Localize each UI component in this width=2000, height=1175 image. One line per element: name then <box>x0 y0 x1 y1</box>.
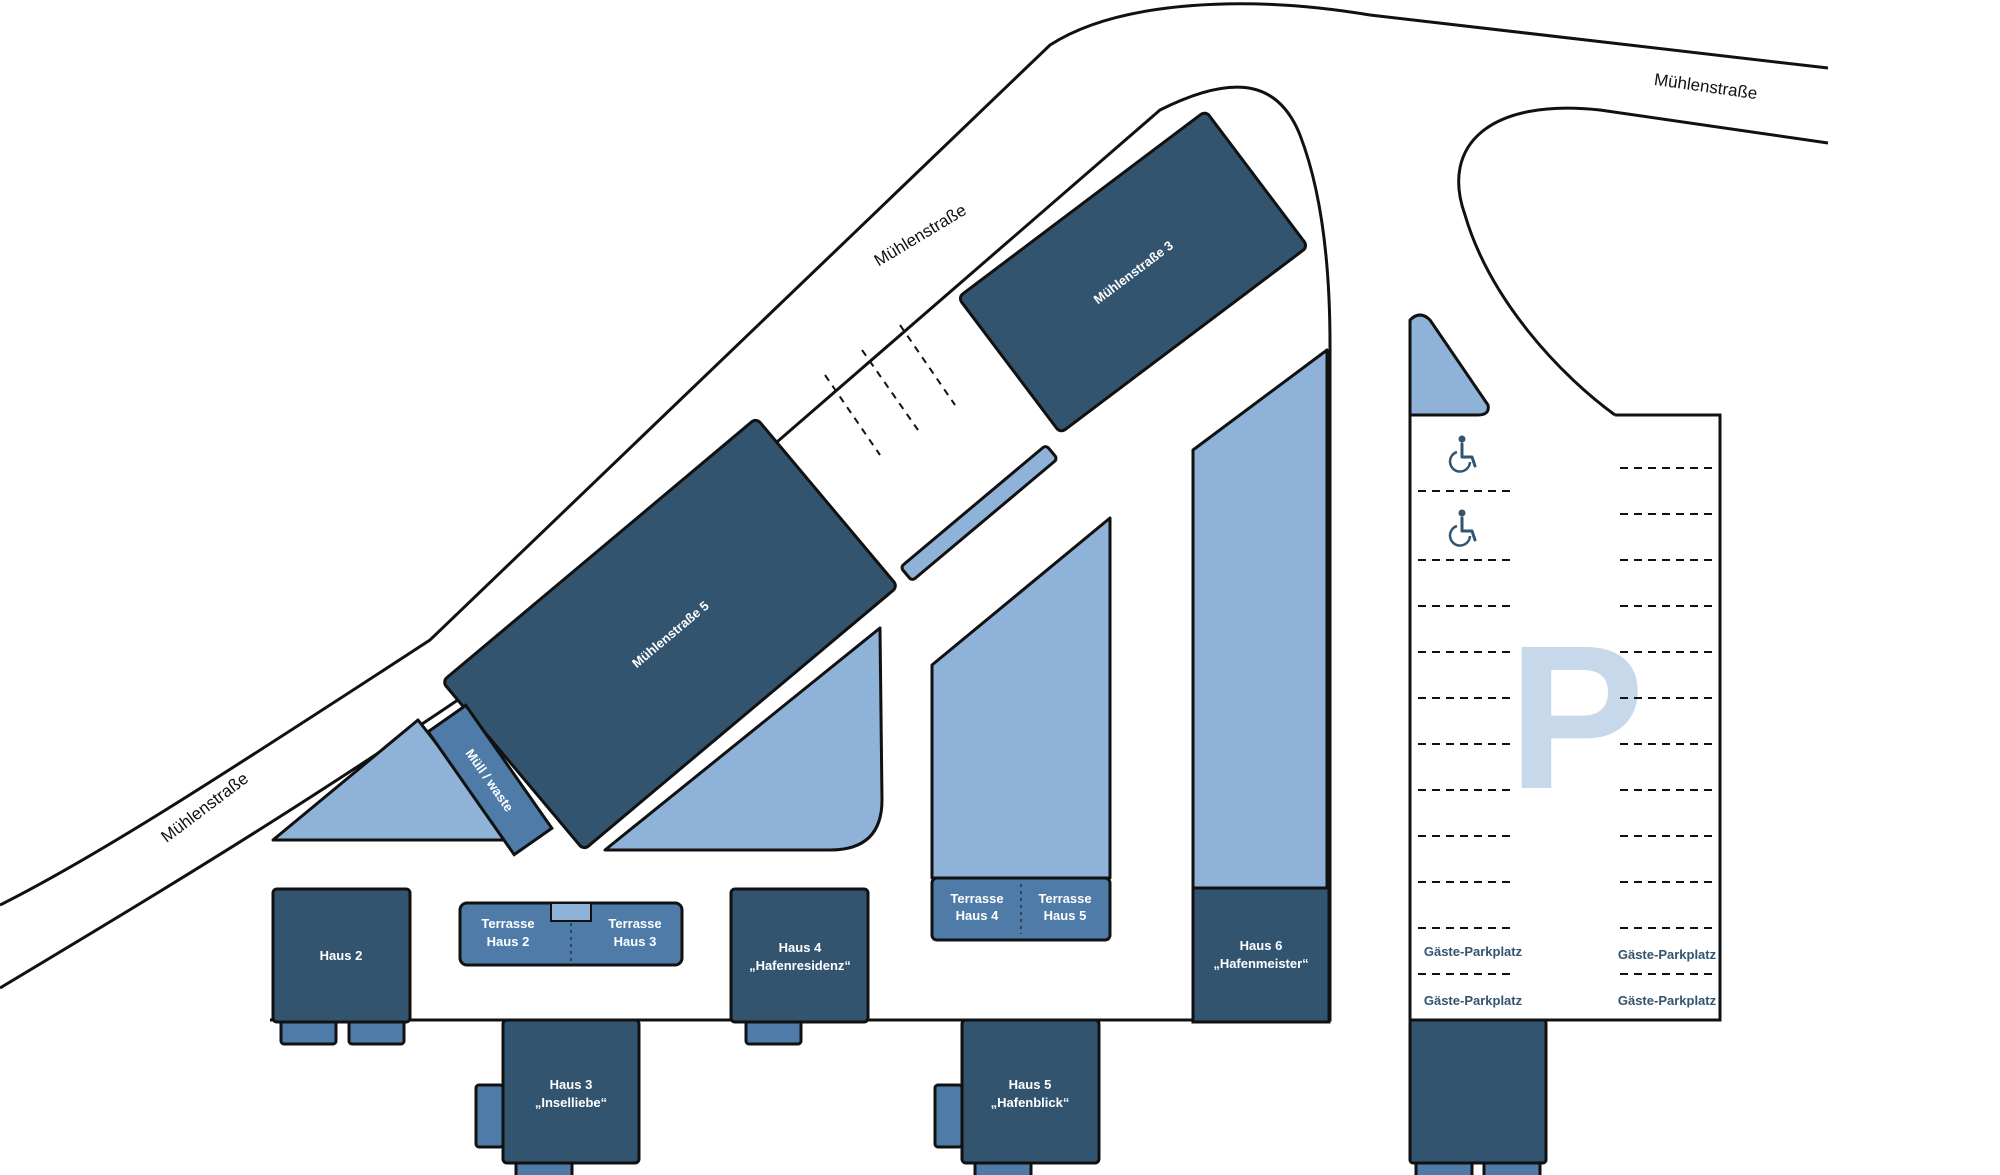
street-label-north: Mühlenstraße <box>871 200 970 270</box>
haus-5-line2: „Hafenblick“ <box>991 1095 1070 1110</box>
terrace-haus-4-line1: Terrasse <box>950 891 1003 906</box>
haus-5-line1: Haus 5 <box>1009 1077 1052 1092</box>
building-haus-4: Haus 4 „Hafenresidenz“ <box>729 887 870 1046</box>
lawn-area-center <box>930 516 1112 880</box>
haus-6-line2: „Hafenmeister“ <box>1213 956 1308 971</box>
building-haus-3: Haus 3 „Inselliebe“ <box>474 1018 641 1175</box>
street-edge-northeast <box>1457 106 1829 417</box>
parking-lot-outline <box>1408 413 1722 1022</box>
building-muehlenstrasse-5: Mühlenstraße 5 <box>443 418 897 850</box>
street-stripe-1 <box>824 374 881 456</box>
guest-parking-label: Gäste-Parkplatz <box>1618 947 1717 962</box>
waste-area: Müll / waste <box>426 703 554 857</box>
building-haus-5: Haus 5 „Hafenblick“ <box>933 1018 1101 1175</box>
building-haus-2: Haus 2 <box>271 887 412 1046</box>
lawn-area-parking-corner <box>1408 313 1490 417</box>
haus-4-line2: „Hafenresidenz“ <box>749 958 851 973</box>
wheelchair-icon <box>1448 509 1477 547</box>
parking-garage <box>1408 1018 1548 1175</box>
terrace-haus-5-line1: Terrasse <box>1038 891 1091 906</box>
terrace-haus-4-line2: Haus 4 <box>956 908 999 923</box>
planter-strip <box>900 445 1058 581</box>
terrace-haus-2-line2: Haus 2 <box>487 934 530 949</box>
haus-6-line1: Haus 6 <box>1240 938 1283 953</box>
guest-parking-label: Gäste-Parkplatz <box>1424 944 1523 959</box>
haus-3-line2: „Inselliebe“ <box>535 1095 607 1110</box>
street-edge-outer <box>0 2 1829 907</box>
terrace-haus-5-line2: Haus 5 <box>1044 908 1087 923</box>
terrace-haus-2-line1: Terrasse <box>481 916 534 931</box>
haus-2-label: Haus 2 <box>320 948 363 963</box>
guest-parking-label: Gäste-Parkplatz <box>1618 993 1717 1008</box>
street-edge-inner <box>0 85 1332 990</box>
wheelchair-icon <box>1448 435 1477 473</box>
terrace-haus-4-5: Terrasse Haus 4 Terrasse Haus 5 <box>930 876 1112 942</box>
building-haus-6: Haus 6 „Hafenmeister“ <box>1191 886 1331 1024</box>
lawn-area-east <box>1191 348 1329 890</box>
haus-4-line1: Haus 4 <box>779 940 822 955</box>
terrace-haus-3-line2: Haus 3 <box>614 934 657 949</box>
street-label-northeast: Mühlenstraße <box>1653 70 1759 103</box>
haus-3-line1: Haus 3 <box>550 1077 593 1092</box>
building-muehlenstrasse-3: Mühlenstraße 3 <box>958 111 1308 433</box>
terrace-haus-2-3: Terrasse Haus 2 Terrasse Haus 3 <box>458 901 684 967</box>
street-stripe-3 <box>899 324 956 406</box>
parking-symbol: P <box>1508 603 1645 832</box>
guest-parking-label: Gäste-Parkplatz <box>1424 993 1523 1008</box>
parking-space-markings <box>1418 467 1717 975</box>
terrace-haus-3-line1: Terrasse <box>608 916 661 931</box>
street-stripe-2 <box>861 349 919 431</box>
lawn-area-middle <box>603 626 884 852</box>
